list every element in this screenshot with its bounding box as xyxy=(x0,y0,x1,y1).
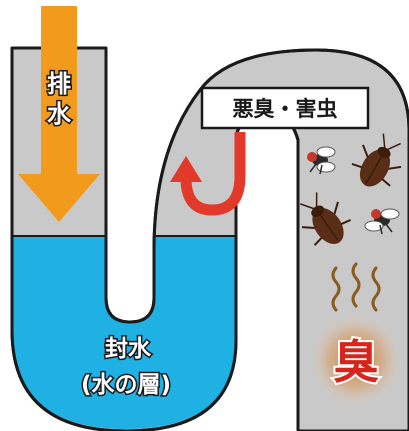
cockroach-icon xyxy=(300,192,352,246)
odor-pests-label-box: 悪臭・害虫 xyxy=(200,86,370,130)
return-arrow-icon xyxy=(170,132,246,216)
water-layer-label: (水の層) xyxy=(81,372,171,398)
smell-label: 臭 xyxy=(333,335,379,389)
water-seal xyxy=(13,236,235,429)
smell-glow xyxy=(308,312,404,408)
fly-icon xyxy=(364,208,400,235)
odor-pests-label: 悪臭・害虫 xyxy=(233,97,338,121)
drain-label-1: 排 xyxy=(47,70,71,98)
down-arrow-icon xyxy=(18,6,100,222)
fly-icon xyxy=(307,146,336,175)
water-seal-label: 封水 xyxy=(105,336,152,362)
cockroach-icon xyxy=(351,133,402,187)
odor-wave-icon xyxy=(331,262,381,312)
drain-label-2: 水 xyxy=(47,100,72,128)
